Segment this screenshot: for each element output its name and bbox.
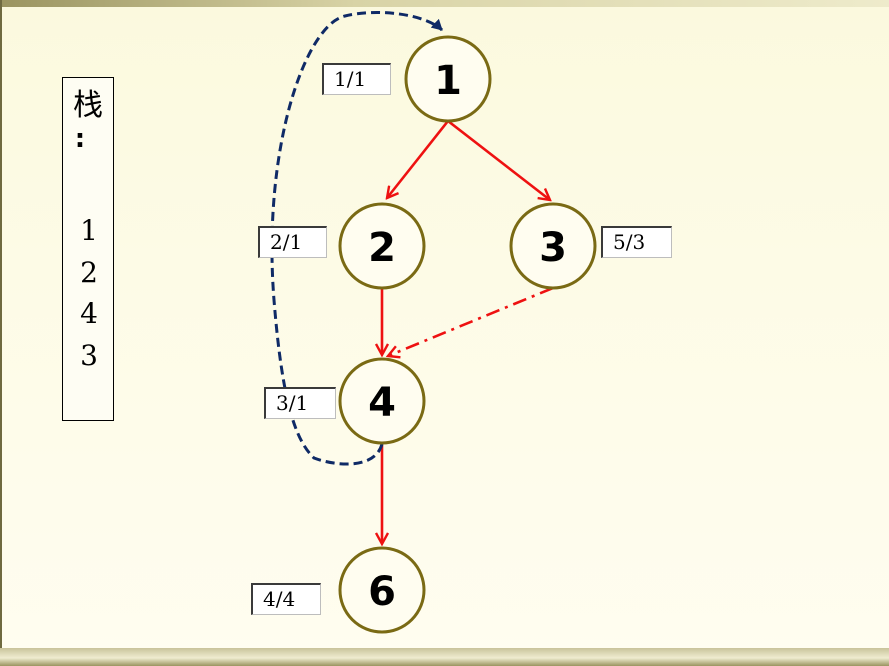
edge-3-4 xyxy=(388,286,554,356)
stack-colon: : xyxy=(74,124,86,154)
stack-panel: 栈 : 1 2 4 3 xyxy=(62,77,114,421)
dfn-low-label-node-4: 3/1 xyxy=(264,387,336,419)
dfn-low-label-node-2: 2/1 xyxy=(258,226,327,258)
bottom-frame-bar xyxy=(0,648,889,666)
node-1: 1 xyxy=(404,35,492,123)
node-6-label: 6 xyxy=(368,569,396,615)
node-3: 3 xyxy=(509,202,597,290)
edge-4-1-back xyxy=(270,10,444,466)
dfn-low-label-node-1: 1/1 xyxy=(322,63,391,95)
stack-title: 栈 xyxy=(73,88,103,123)
node-4-label: 4 xyxy=(368,380,396,426)
edge-1-2 xyxy=(387,120,450,198)
dfn-low-label-node-3: 5/3 xyxy=(601,226,672,258)
stack-item: 1 xyxy=(80,214,98,247)
node-2: 2 xyxy=(338,202,426,290)
node-1-label: 1 xyxy=(434,58,462,104)
stack-item: 4 xyxy=(80,297,98,330)
node-4: 4 xyxy=(338,357,426,445)
dfn-low-label-node-6: 4/4 xyxy=(251,583,321,615)
node-6: 6 xyxy=(338,546,426,634)
left-frame-line xyxy=(0,0,2,666)
node-2-label: 2 xyxy=(368,225,396,271)
stack-item: 3 xyxy=(80,339,98,372)
edge-1-3 xyxy=(447,119,550,200)
top-frame-bar xyxy=(0,0,889,7)
node-3-label: 3 xyxy=(539,225,567,271)
stack-item: 2 xyxy=(80,256,98,289)
